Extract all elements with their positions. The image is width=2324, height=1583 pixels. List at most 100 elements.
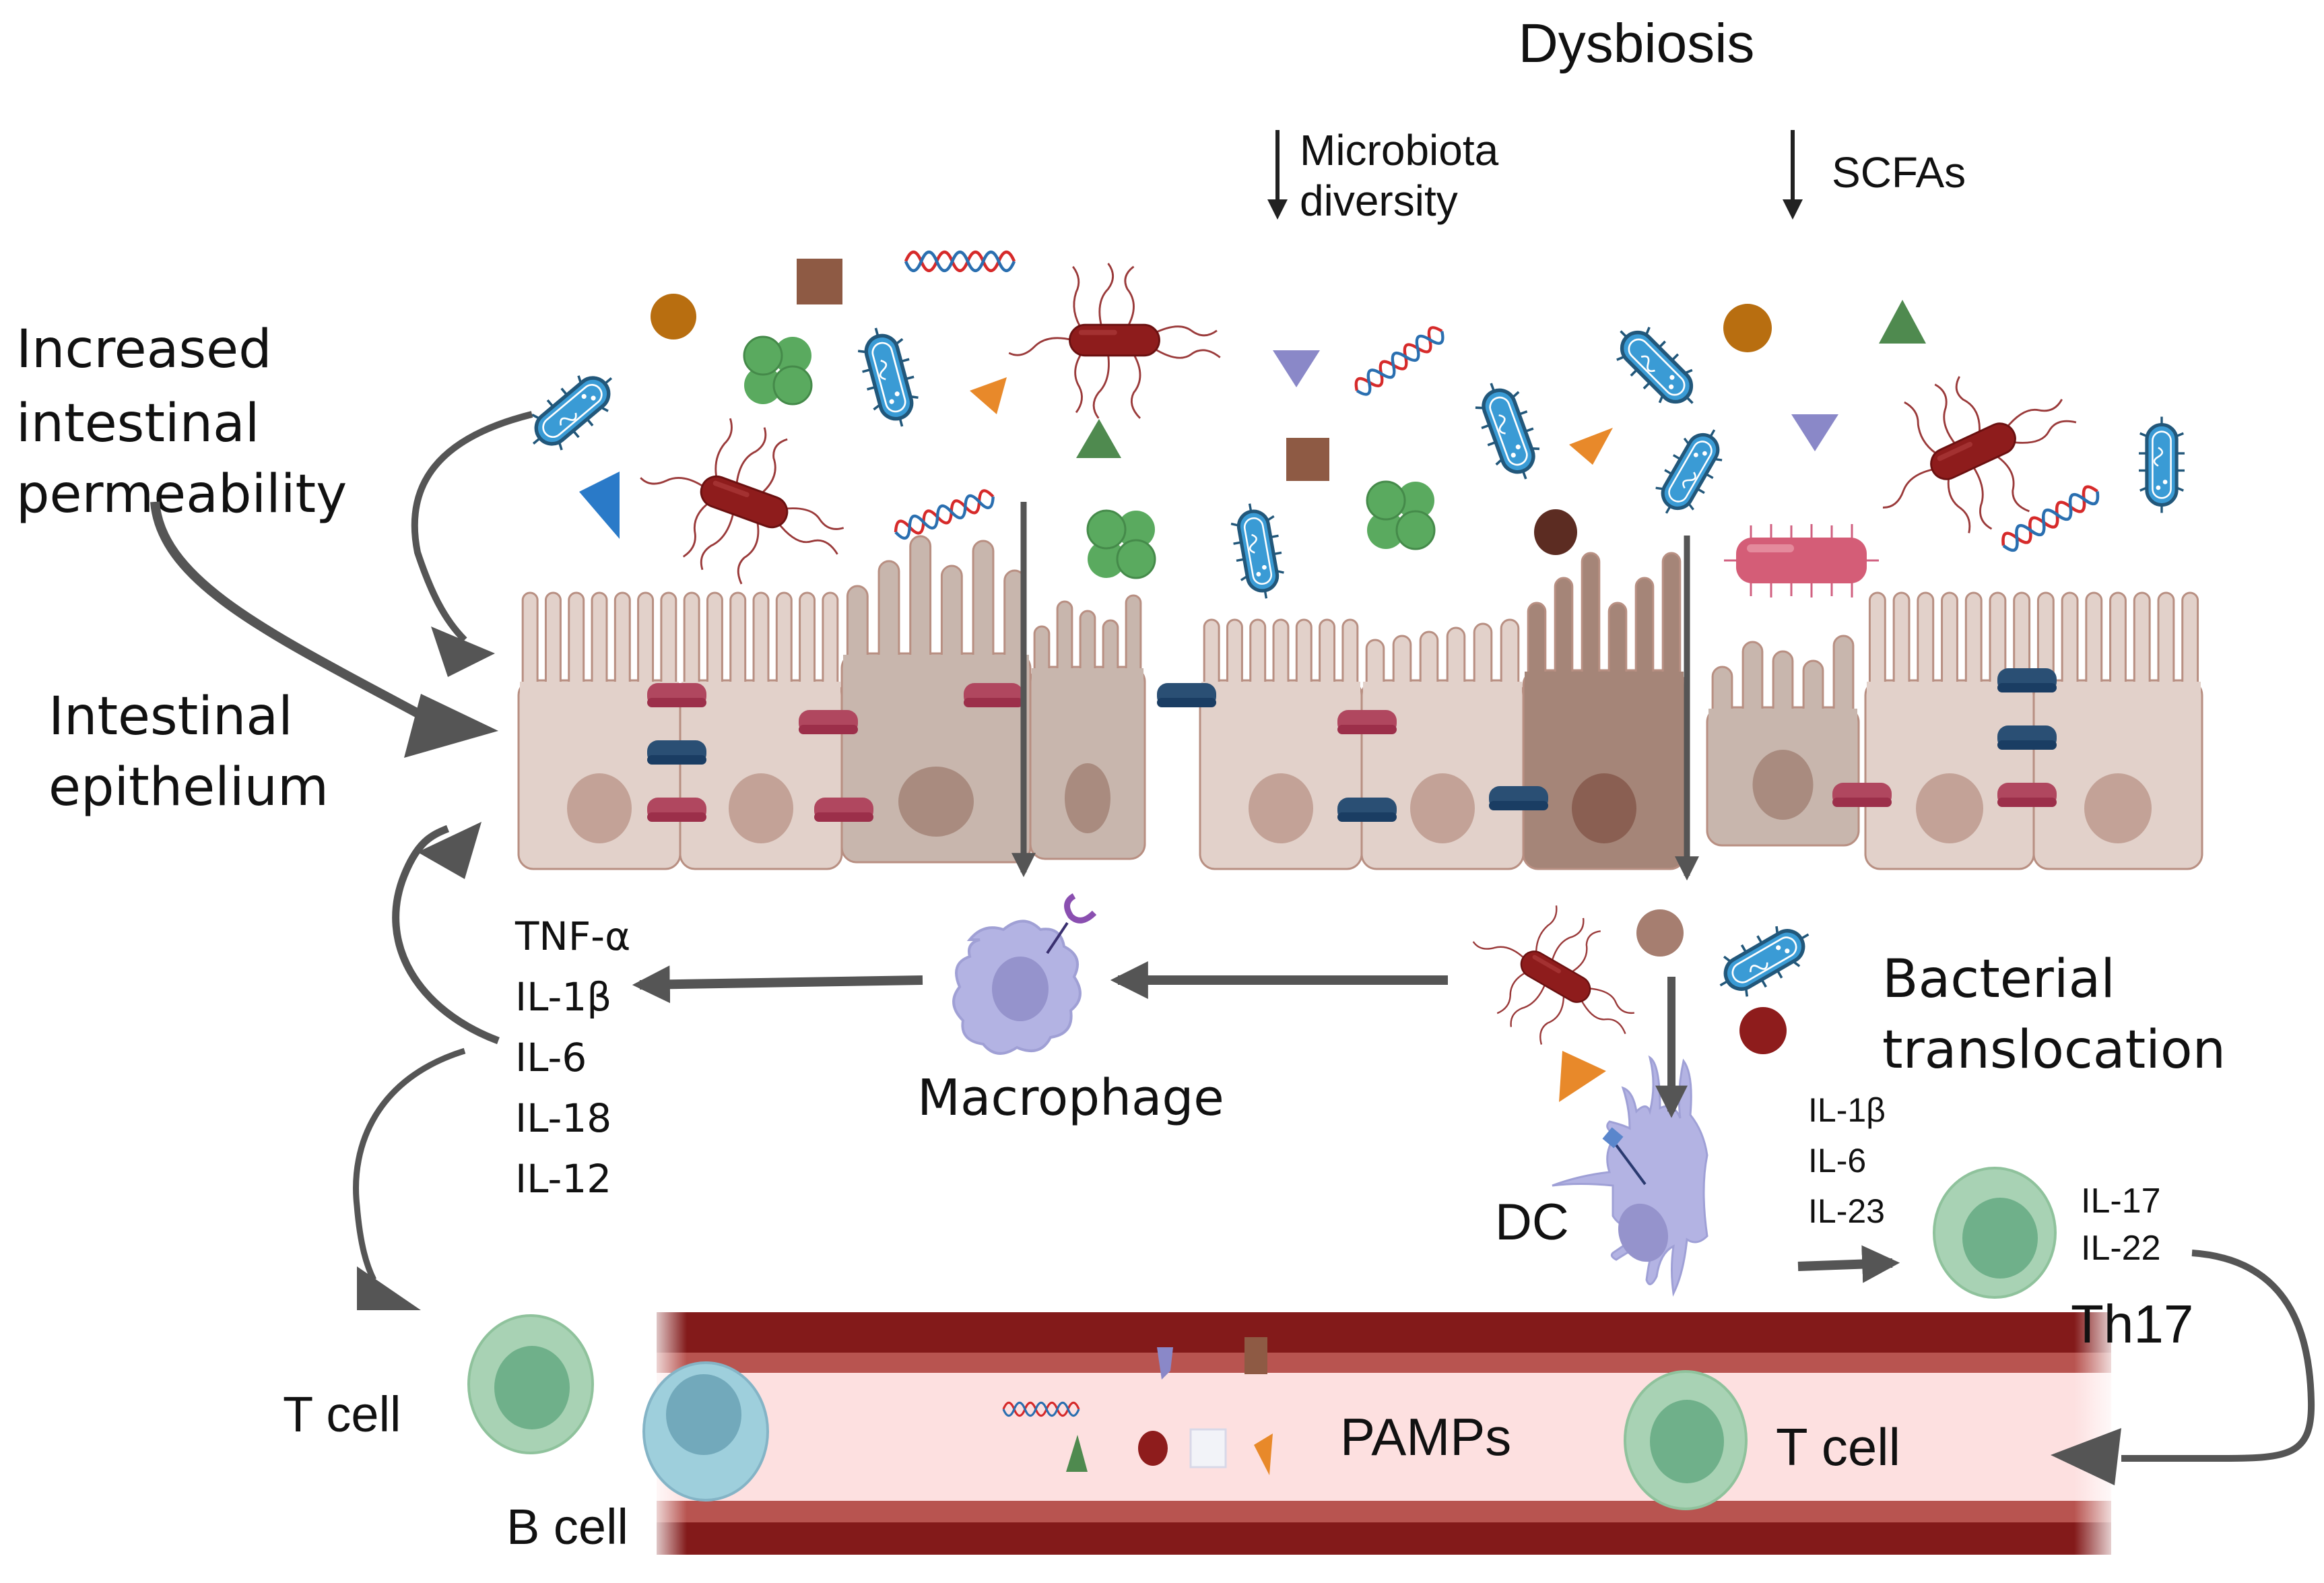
microvillus — [1917, 591, 1935, 695]
microvillus — [613, 591, 631, 695]
translocated-metabolite-icon — [1559, 1051, 1606, 1102]
dna-icon — [1999, 484, 2102, 554]
arrowhead-icon — [431, 626, 495, 677]
cytokine-label: IL-22 — [2081, 1229, 2161, 1268]
pamp-triangle-icon — [1254, 1433, 1273, 1475]
metabolite-sphere-icon — [651, 294, 696, 340]
arrowhead-icon — [357, 1266, 421, 1310]
permeability-to-epithelium-arrow — [150, 501, 440, 729]
microvillus — [2181, 591, 2199, 695]
microvillus — [1554, 577, 1574, 685]
microvillus — [752, 591, 770, 695]
microvillus — [1832, 635, 1855, 722]
dna-icon — [892, 488, 996, 540]
metabolite-triangle-icon — [1569, 428, 1613, 465]
tight-junction-icon — [964, 683, 1023, 707]
microvillus — [568, 591, 585, 695]
arrowhead-icon — [2051, 1428, 2121, 1485]
pamp-square-icon — [1244, 1337, 1267, 1374]
microvillus — [729, 591, 747, 695]
enterocyte-cell — [517, 591, 682, 870]
cytokines-to-tcell-arrow — [353, 1047, 466, 1282]
metabolite-triangle-icon — [579, 472, 620, 539]
vessel-lumen — [657, 1373, 2111, 1521]
microbiota-diversity-effect: Microbiota diversity — [1267, 126, 1499, 225]
macrophage-label: Macrophage — [917, 1069, 1224, 1127]
flagellated-bacterium-icon — [1844, 336, 2103, 568]
microvillus — [972, 540, 995, 668]
tight-junction-icon — [1157, 683, 1216, 707]
cell-nucleus — [567, 773, 632, 843]
vessel-inner-wall-bottom — [657, 1501, 2111, 1522]
tight-junction-icon — [814, 798, 873, 822]
rod-bacterium-icon — [1603, 314, 1710, 420]
flagellated-bacterium-icon — [1007, 262, 1222, 420]
microvillus — [775, 591, 793, 695]
metabolite-square-icon — [1286, 438, 1329, 481]
cell-nucleus — [1249, 773, 1313, 843]
microvillus — [660, 591, 677, 695]
t-cell-vessel-label: T cell — [1776, 1417, 1900, 1477]
permeability-line1: Increased — [16, 319, 272, 380]
tight-junction-icon — [1489, 786, 1548, 810]
macrophage-to-cytokines-arrow — [632, 965, 923, 1004]
cytokine-label: IL-23 — [1808, 1192, 1885, 1230]
t-cell-left-label: T cell — [283, 1386, 401, 1442]
microvillus — [877, 560, 900, 668]
dc-to-th17-arrow — [1797, 1245, 1900, 1283]
vessel-wall-top — [657, 1312, 2111, 1353]
permeability-line2: intestinal — [16, 393, 259, 454]
gut-lumen-microbes — [518, 252, 2185, 1102]
microvillus — [1964, 591, 1983, 695]
pamp-triangle-icon — [1157, 1347, 1173, 1380]
tight-junction-icon — [1337, 798, 1397, 822]
cell-nucleus — [2084, 773, 2152, 843]
metabolite-triangle-icon — [1076, 419, 1121, 458]
dc-receptor-stalk — [1615, 1144, 1647, 1186]
b-cell: B cell — [506, 1361, 769, 1555]
microbiota-label-line2: diversity — [1300, 176, 1458, 225]
microvillus — [799, 591, 816, 695]
t-cell-in-vessel: T cell — [1624, 1370, 1900, 1510]
microvillus — [1941, 591, 1958, 695]
coccus-cluster-icon — [1366, 480, 1436, 550]
t-cell-nucleus — [1650, 1400, 1724, 1483]
microvillus — [1868, 591, 1886, 695]
t-cell-nucleus — [494, 1346, 570, 1429]
microvillus — [683, 591, 700, 695]
cell-nucleus — [1916, 773, 1983, 843]
dna-icon — [1352, 324, 1447, 398]
arrowhead-icon — [418, 822, 482, 879]
translocated-flagellated-bacterium-icon — [1445, 875, 1666, 1079]
enterocyte-cell — [1029, 594, 1146, 860]
pamp-square-icon — [1189, 1428, 1227, 1468]
microvillus — [1661, 552, 1682, 685]
th17-cell: IL-17 IL-22 Th17 — [1933, 1167, 2193, 1354]
microvillus — [1634, 577, 1655, 685]
arrowhead-icon — [404, 694, 498, 758]
dna-icon — [906, 252, 1014, 271]
metabolite-square-icon — [797, 259, 842, 304]
metabolite-sphere-icon — [1723, 304, 1772, 352]
spiked-bacterium-icon — [1724, 524, 1879, 597]
goblet-cell — [1522, 552, 1686, 870]
translocation-line2: translocation — [1882, 1020, 2226, 1080]
microvillus — [2061, 591, 2079, 695]
tight-junction-icon — [1832, 783, 1892, 807]
metabolite-triangle-icon — [1273, 350, 1320, 387]
microvillus — [2085, 591, 2103, 695]
bacterial-translocation-label: Bacterial translocation — [1882, 949, 2226, 1080]
tight-junction-icon — [1997, 668, 2057, 692]
rod-bacterium-icon — [853, 322, 926, 433]
cytokine-label: IL-17 — [2081, 1182, 2161, 1221]
tight-junction-icon — [647, 798, 706, 822]
enterocyte-cell — [1360, 618, 1525, 870]
vessel-inner-wall-top — [657, 1353, 2111, 1373]
translocated-metabolite-icon — [1636, 909, 1684, 957]
microvillus — [591, 591, 608, 695]
tight-junction-icon — [1337, 710, 1397, 734]
receptor-stalk — [1046, 922, 1069, 955]
enterocyte-cell — [2032, 591, 2203, 870]
intestinal-epithelium — [517, 535, 2203, 870]
